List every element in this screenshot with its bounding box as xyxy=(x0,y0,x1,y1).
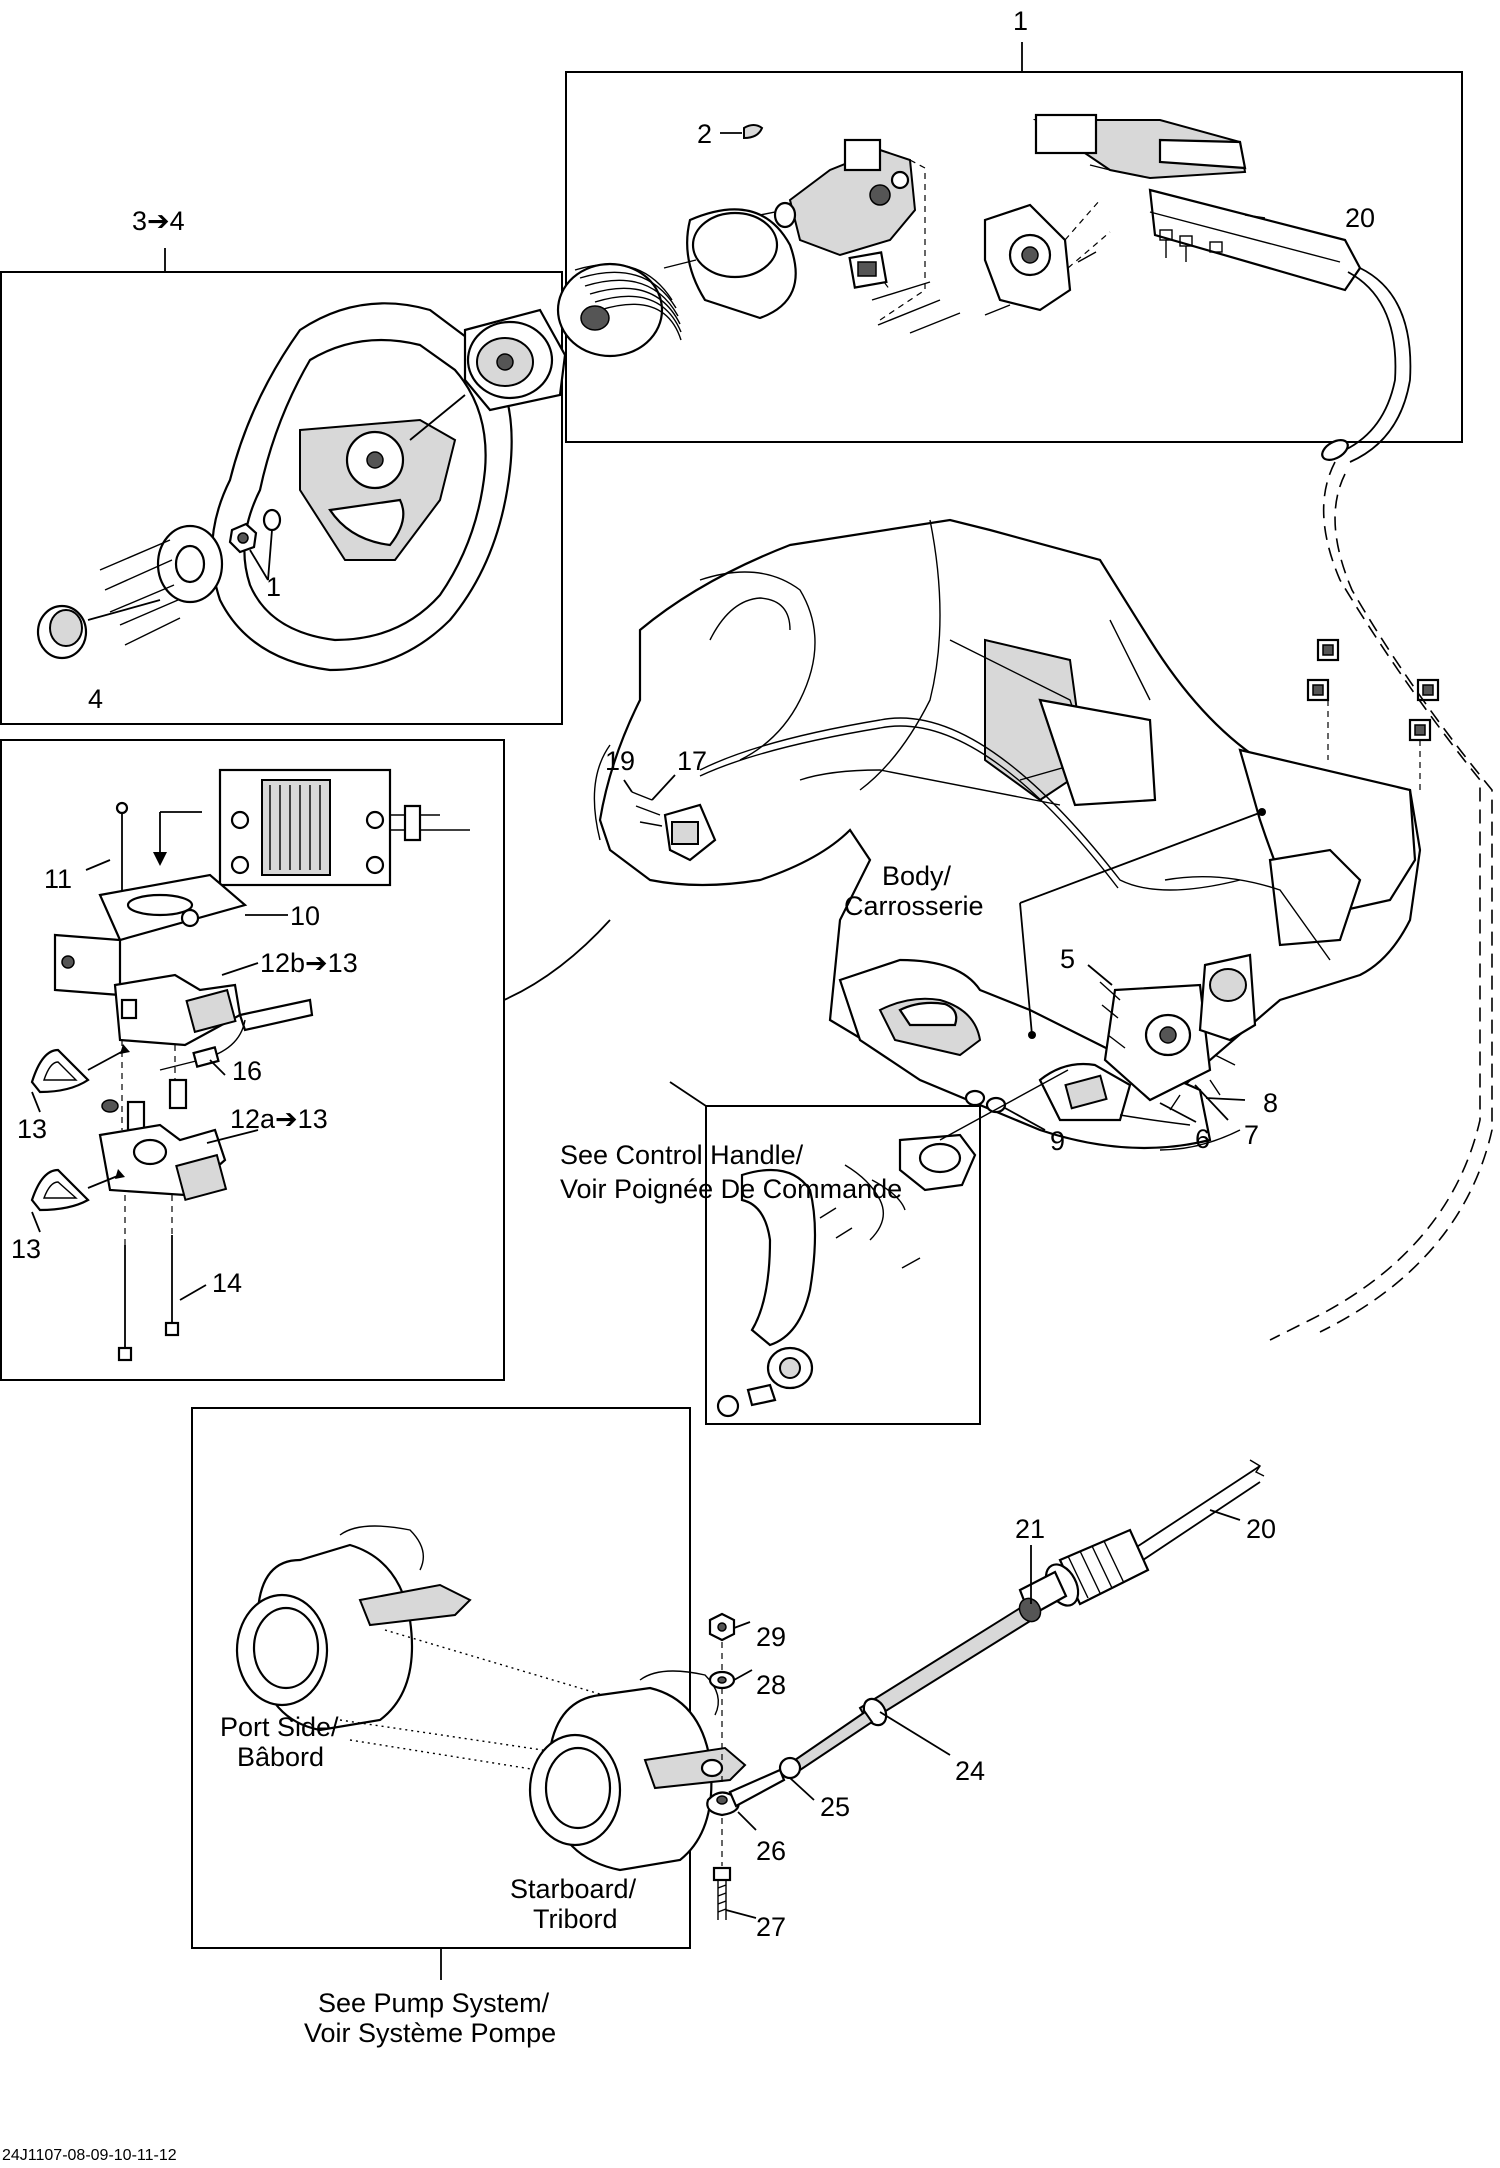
callout-20-top: 20 xyxy=(1345,203,1375,233)
callout-7: 7 xyxy=(1244,1120,1259,1150)
control-handle-box xyxy=(669,1081,981,1425)
steering-wheel xyxy=(210,302,567,672)
callout-6: 6 xyxy=(1195,1124,1210,1154)
ball-joint-hardware xyxy=(706,1612,786,1920)
callout-13-upper: 13 xyxy=(17,1114,47,1144)
body-note-line1: Body/ xyxy=(882,861,952,891)
jet-nozzle-assembly xyxy=(235,1525,747,1872)
port-side-note-line1: Port Side/ xyxy=(220,1712,339,1742)
callout-16: 16 xyxy=(232,1056,262,1086)
steering-cable xyxy=(778,461,1493,1801)
callout-25: 25 xyxy=(820,1792,850,1822)
callout-17: 17 xyxy=(677,746,707,776)
callout-21: 21 xyxy=(1015,1514,1045,1544)
hull-body xyxy=(598,518,1440,1151)
callout-28: 28 xyxy=(756,1670,786,1700)
pump-nozzle-box xyxy=(191,1407,691,1980)
callout-1-top: 1 xyxy=(1013,6,1028,36)
callout-27: 27 xyxy=(756,1912,786,1942)
drawing-code: 24J1107-08-09-10-11-12 xyxy=(2,2147,177,2164)
callout-24: 24 xyxy=(955,1756,985,1786)
control-handle-assembly xyxy=(716,1069,1069,1418)
callout-10: 10 xyxy=(290,901,320,931)
control-handle-note-line1: See Control Handle/ xyxy=(560,1140,804,1170)
throttle-sensor-box xyxy=(0,739,505,1381)
callout-11: 11 xyxy=(44,864,72,894)
callout-29: 29 xyxy=(756,1622,786,1652)
body-note-line2: Carrosserie xyxy=(844,891,984,921)
callout-2: 2 xyxy=(697,119,712,149)
pump-system-note-line1: See Pump System/ xyxy=(318,1988,550,2018)
horn-pad-and-fasteners xyxy=(36,508,282,660)
pump-system-note-line2: Voir Système Pompe xyxy=(304,2018,556,2048)
starboard-note-line2: Tribord xyxy=(533,1904,618,1934)
callout-20-bottom: 20 xyxy=(1246,1514,1276,1544)
sensor-clip-parts xyxy=(593,744,717,862)
steering-wheel-box xyxy=(0,248,563,725)
callout-12b: 12b➔13 xyxy=(260,948,358,978)
port-side-note-line2: Bâbord xyxy=(237,1742,324,1772)
control-handle-note-line2: Voir Poignée De Commande xyxy=(560,1174,902,1204)
callout-26: 26 xyxy=(756,1836,786,1866)
callout-13-lower: 13 xyxy=(11,1234,41,1264)
callout-12a: 12a➔13 xyxy=(230,1104,328,1134)
callout-4: 4 xyxy=(88,684,103,714)
mounting-plate-parts xyxy=(1087,953,1257,1123)
callout-19: 19 xyxy=(605,746,635,776)
callout-1-wheel: 1 xyxy=(266,572,281,602)
callout-14: 14 xyxy=(212,1268,242,1298)
steering-column-assembly xyxy=(556,113,1412,463)
callout-9: 9 xyxy=(1050,1126,1065,1156)
starboard-note-line1: Starboard/ xyxy=(510,1874,637,1904)
callout-8: 8 xyxy=(1263,1088,1278,1118)
callout-3-to-4: 3➔4 xyxy=(132,206,185,236)
top-steering-column-box xyxy=(565,42,1463,443)
throttle-sensor-assembly xyxy=(30,768,611,1362)
callout-5: 5 xyxy=(1060,944,1075,974)
